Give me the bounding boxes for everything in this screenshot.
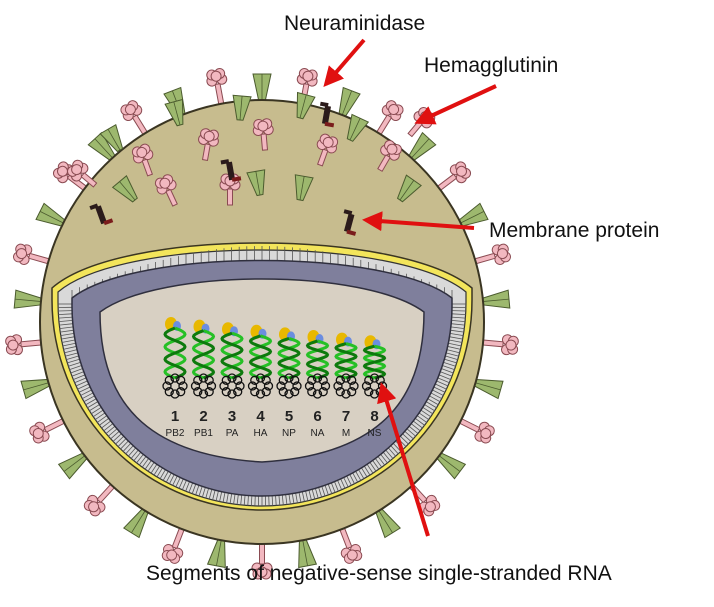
neuraminidase-spike xyxy=(83,482,117,517)
neuraminidase-spike xyxy=(29,417,67,444)
hemagglutinin-spike xyxy=(298,537,318,569)
neuraminidase-arrow xyxy=(323,38,366,88)
hemagglutinin-spike xyxy=(294,174,314,202)
viral-core xyxy=(99,278,425,463)
hemagglutinin-spike xyxy=(164,98,184,127)
hemagglutinin-label: Hemagglutinin xyxy=(424,54,558,77)
membrane-protein-label: Membrane protein xyxy=(489,219,659,242)
segment-number: 3 xyxy=(228,408,236,425)
envelope-surface-proteins xyxy=(67,91,436,207)
rna-segments-label: Segments of negative-sense single-strand… xyxy=(146,562,612,585)
hemagglutinin-spike xyxy=(13,289,44,309)
segment-name: HA xyxy=(254,428,268,439)
segment-number: 5 xyxy=(285,408,293,425)
neuraminidase-spike xyxy=(338,525,363,564)
membrane-protein xyxy=(319,101,335,128)
neuraminidase-spike xyxy=(377,139,402,172)
membrane-protein-arrow xyxy=(362,211,475,232)
segment-name: NA xyxy=(311,428,325,439)
hemagglutinin-arrow xyxy=(414,84,497,125)
neuraminidase-spike xyxy=(154,174,178,207)
neuraminidase-spike xyxy=(374,100,404,138)
membrane-proteins xyxy=(89,101,357,236)
segment-number: 1 xyxy=(171,408,179,425)
surface-spikes xyxy=(5,68,519,580)
hemagglutinin-spike xyxy=(480,289,511,309)
neuraminidase-spike xyxy=(206,68,228,107)
segment-number: 6 xyxy=(313,408,321,425)
hemagglutinin-spike xyxy=(252,73,272,103)
rna-segment: 7M xyxy=(333,332,359,439)
neuraminidase-spike xyxy=(5,334,44,356)
hemagglutinin-spike xyxy=(111,175,138,203)
hemagglutinin-spike xyxy=(296,91,316,120)
rna-segments-arrow xyxy=(377,382,430,537)
rna-segment: 3PA xyxy=(219,322,245,439)
segment-number: 4 xyxy=(256,408,265,425)
segment-name: M xyxy=(342,428,350,439)
neuraminidase-spike xyxy=(407,482,441,517)
neuraminidase-spike xyxy=(120,100,150,138)
segment-number: 2 xyxy=(199,408,207,425)
segment-name: PB2 xyxy=(166,428,185,439)
hemagglutinin-spike xyxy=(232,94,252,121)
segment-number: 8 xyxy=(370,408,378,425)
neuraminidase-spike xyxy=(67,159,98,188)
rna-segment: 5NP xyxy=(276,327,302,439)
neuraminidase-spike xyxy=(252,118,274,151)
neuraminidase-spike xyxy=(480,334,519,356)
segment-number: 7 xyxy=(342,408,350,425)
membrane-protein xyxy=(220,159,242,182)
neuraminidase-spike xyxy=(316,133,339,167)
neuraminidase-spike xyxy=(472,243,511,265)
hemagglutinin-spike xyxy=(396,174,422,203)
segment-name: PA xyxy=(226,428,239,439)
segment-name: NP xyxy=(282,428,296,439)
neuraminidase-spike xyxy=(131,143,154,177)
hemagglutinin-spike xyxy=(346,113,370,142)
neuraminidase-label: Neuraminidase xyxy=(284,12,425,35)
rna-segment: 6NA xyxy=(304,330,331,439)
rna-segment: 4HA xyxy=(247,324,274,439)
hemagglutinin-spike xyxy=(246,169,266,197)
segment-name: PB1 xyxy=(194,428,213,439)
hemagglutinin-spike xyxy=(99,123,124,153)
neuraminidase-spike xyxy=(198,128,219,162)
rna-segment: 8NS xyxy=(361,335,388,439)
membrane-protein xyxy=(89,203,114,226)
segment-name: NS xyxy=(368,428,382,439)
neuraminidase-spike xyxy=(251,541,273,580)
